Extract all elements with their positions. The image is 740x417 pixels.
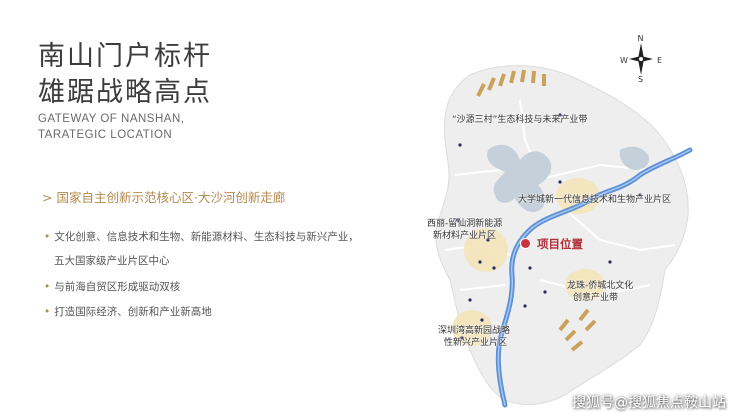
- bullet-dot-icon: •: [44, 231, 51, 243]
- compass-e: E: [657, 56, 662, 65]
- bullet-text: 打造国际经济、创新和产业新高地: [54, 306, 212, 318]
- map-boundary: [459, 284, 506, 291]
- project-location-label: 项目位置: [537, 237, 583, 251]
- bullet-dot-icon: •: [44, 306, 51, 318]
- stripe-belt-east: [558, 308, 597, 352]
- page-title-line2: 雄踞战略高点: [38, 77, 212, 108]
- zone-university: [556, 178, 600, 214]
- district-map: [435, 65, 693, 408]
- bullet-item: •文化创意、信息技术和生物、新能源材料、生态科技与新兴产业，: [44, 229, 359, 244]
- map-river-highlight: [497, 149, 691, 406]
- compass-s: S: [638, 75, 643, 84]
- map-reservoir: [487, 144, 552, 213]
- label-hightech-line1: 深圳湾高新园战略: [438, 326, 511, 336]
- zone-longzhu: [565, 269, 605, 301]
- watermark: 搜狐号@搜狐焦点鞍山站: [572, 395, 726, 411]
- map-points: [456, 113, 642, 340]
- label-xili-line2: 新材料产业片区: [433, 231, 497, 241]
- section-heading: > 国家自主创新示范核心区·大沙河创新走廊: [42, 190, 286, 205]
- stripe-belt-north: [476, 69, 546, 97]
- compass-w: W: [620, 56, 628, 65]
- bullet-text: 文化创意、信息技术和生物、新能源材料、生态科技与新兴产业，: [54, 231, 359, 243]
- compass-n: N: [638, 34, 644, 43]
- page-title-line1: 南山门户标杆: [38, 41, 212, 72]
- label-xili-line1: 西丽-留仙洞新能源: [427, 219, 503, 229]
- label-north-belt: “沙源三村”生态科技与未来产业带: [452, 115, 588, 125]
- english-subtitle-line2: TARATEGIC LOCATION: [38, 129, 173, 141]
- bullet-item: •与前海自贸区形成驱动双核: [44, 279, 180, 294]
- map-boundary: [559, 204, 676, 252]
- zone-xili: [464, 228, 508, 272]
- compass-icon: N W E S: [620, 34, 662, 84]
- bullet-continuation: 五大国家级产业片区中心: [54, 255, 170, 267]
- bullet-item: •打造国际经济、创新和产业新高地: [44, 304, 212, 319]
- label-longzhu-line2: 创意产业带: [573, 293, 619, 303]
- bullet-text: 与前海自贸区形成驱动双核: [54, 281, 181, 293]
- bullet-dot-icon: •: [44, 281, 51, 293]
- label-longzhu-line1: 龙珠-侨城北文化: [567, 281, 634, 291]
- english-subtitle-line1: GATEWAY OF NANSHAN,: [38, 113, 185, 125]
- map-reservoir: [619, 146, 650, 170]
- label-university-zone: 大学城新一代信息技术和生物产业片区: [518, 195, 672, 205]
- project-location-marker-icon: [520, 238, 531, 249]
- label-hightech-line2: 性新兴产业片区: [444, 338, 508, 348]
